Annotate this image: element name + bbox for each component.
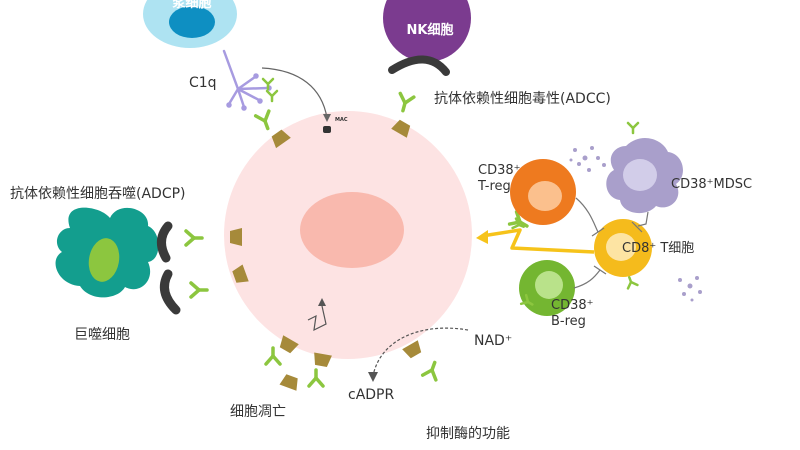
cd8-label: CD8⁺ T细胞	[622, 241, 695, 256]
adcc-label: 抗体依赖性细胞毒性(ADCC)	[434, 91, 611, 107]
c1q-label: C1q	[189, 75, 217, 91]
target-cell	[224, 111, 472, 359]
treg-label-line1: CD38⁺	[478, 163, 521, 178]
nk-cell	[383, 0, 471, 76]
plasma-cell	[143, 0, 237, 48]
mdsc-label: CD38⁺MDSC	[671, 177, 753, 192]
treg-cell	[510, 159, 576, 225]
treg-label-line2: T-reg	[478, 179, 511, 194]
cytokine-dots	[569, 146, 702, 302]
plasma-cell-label: 浆细胞	[172, 0, 212, 11]
mac-label: MAC	[335, 117, 348, 123]
mac-arrow	[261, 67, 328, 119]
enzyme-arrow-head	[368, 372, 378, 382]
breg-label-line2: B-reg	[551, 314, 586, 329]
cd8-t-cell	[594, 219, 652, 277]
inhibition-lines	[573, 197, 649, 289]
nk-cell-label: NK细胞	[406, 23, 454, 38]
mdsc-cell	[606, 138, 683, 214]
nad-label: NAD⁺	[474, 333, 513, 349]
mac-arrow-head	[323, 114, 331, 122]
enzyme-function-label: 抑制酶的功能	[426, 426, 510, 442]
macrophage	[55, 207, 181, 315]
breg-cell	[519, 260, 575, 316]
apoptosis-signal-head	[318, 298, 326, 306]
target-cell-nucleus	[300, 192, 404, 268]
cd8-signal-head	[476, 230, 488, 244]
apoptosis-label: 细胞凋亡	[230, 404, 286, 420]
adcp-label: 抗体依赖性细胞吞噬(ADCP)	[10, 186, 186, 202]
breg-label-line1: CD38⁺	[551, 298, 594, 313]
cd8-signal	[481, 228, 595, 254]
mac-pore	[323, 126, 331, 133]
apoptosis-signal	[307, 305, 327, 332]
macrophage-label: 巨噬细胞	[74, 327, 130, 343]
cadpr-label: cADPR	[348, 387, 395, 403]
enzyme-arrow	[372, 327, 469, 377]
